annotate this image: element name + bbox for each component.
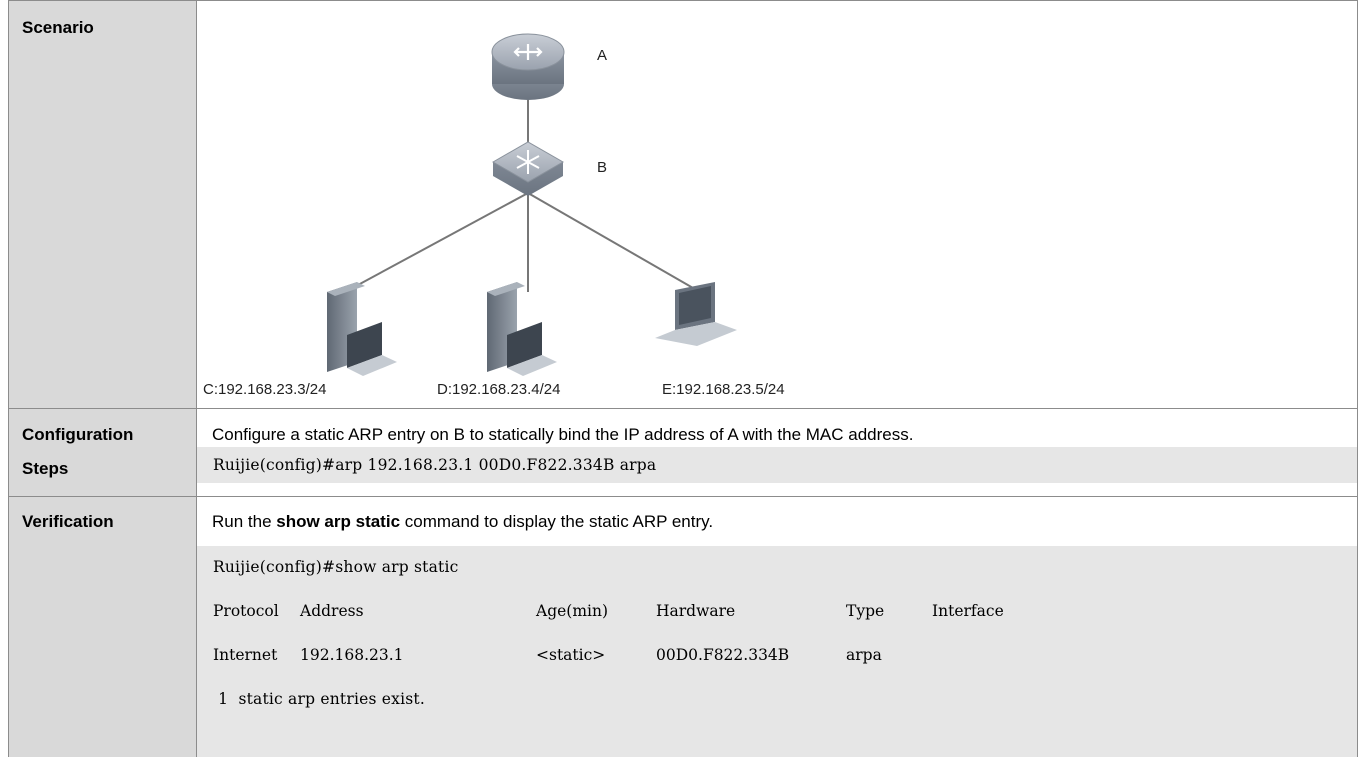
link-b-c [344,192,529,293]
header-protocol: Protocol [213,602,279,620]
verification-description: Run the show arp static command to displ… [212,512,713,532]
host-c-label: C:192.168.23.3/24 [203,381,326,398]
table-border-right [1357,0,1358,757]
scenario-label: Scenario [22,18,94,37]
configuration-command: Ruijie(config)#arp 192.168.23.1 00D0.F82… [213,456,657,474]
row-divider [8,496,1358,497]
network-topology-diagram: A B C:192.168.23.3/24 D:192 [203,33,785,398]
table-border-top [8,0,1358,1]
command-name: show arp static [276,512,401,531]
router-label: A [597,47,607,64]
configuration-label-cell [9,409,196,496]
configuration-description: Configure a static ARP entry on B to sta… [212,425,914,444]
row-divider [8,408,1358,409]
configuration-label-line1: Configuration [22,425,134,444]
header-age: Age(min) [536,602,609,620]
description-text: Run the [212,512,277,531]
desktop-pc-icon [487,282,557,376]
cell-age: <static> [536,646,606,664]
arp-summary: 1 static arp entries exist. [213,690,425,708]
cell-protocol: Internet [213,646,278,664]
desktop-pc-icon [327,282,397,376]
description-text: command to display the static ARP entry. [400,512,714,531]
header-hardware: Hardware [656,602,736,620]
header-interface: Interface [932,602,1004,620]
configuration-label-line2: Steps [22,459,69,478]
host-e-label: E:192.168.23.5/24 [662,381,785,398]
verification-label: Verification [22,512,114,531]
laptop-icon [655,282,737,346]
switch-icon [491,141,565,196]
table-border-left [8,0,9,757]
scenario-label-cell [9,1,196,408]
configuration-command-block: Ruijie(config)#arp 192.168.23.1 00D0.F82… [197,447,1357,483]
host-d-label: D:192.168.23.4/24 [437,381,560,398]
switch-label: B [597,159,607,176]
column-divider [196,0,197,757]
header-address: Address [300,602,364,620]
link-b-e [527,192,701,293]
cell-type: arpa [846,646,882,664]
show-command-prompt: Ruijie(config)#show arp static [213,558,459,576]
header-type: Type [846,602,885,620]
router-icon [491,33,565,100]
cell-hardware: 00D0.F822.334B [656,646,790,664]
verification-label-cell [9,497,196,757]
verification-output-block: Ruijie(config)#show arp static Protocol … [197,546,1357,757]
cell-address: 192.168.23.1 [300,646,404,664]
